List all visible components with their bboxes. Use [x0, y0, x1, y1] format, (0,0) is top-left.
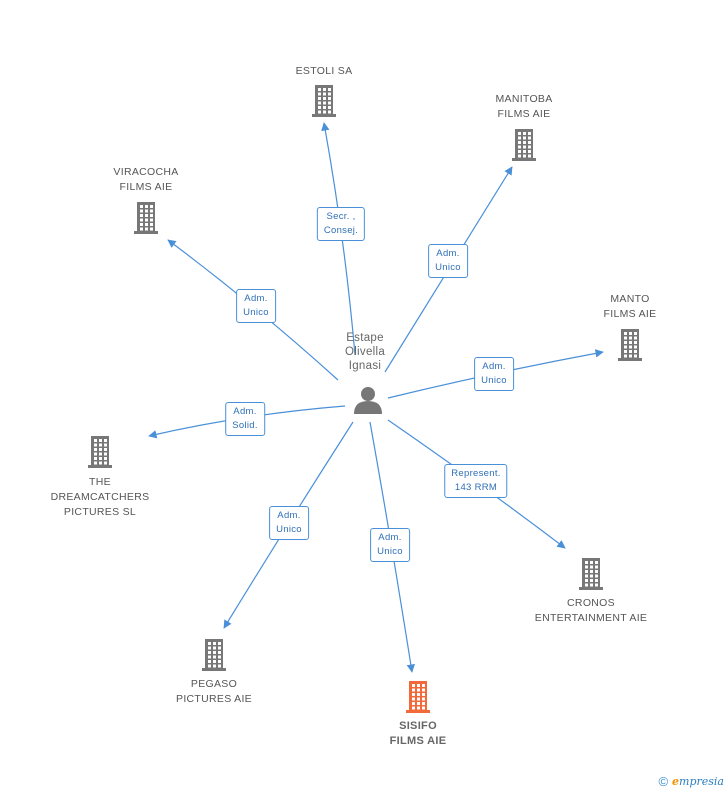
building-icon-viracocha[interactable]: [134, 202, 158, 234]
company-label-line: FILMS AIE: [497, 108, 551, 120]
edge-label-line: 143 RRM: [454, 482, 498, 493]
building-icon-estoli[interactable]: [312, 85, 336, 117]
building-icon-cronos[interactable]: [579, 558, 603, 590]
edge-label-line: Solid.: [232, 420, 258, 431]
company-label-line: MANTO: [610, 293, 650, 305]
company-label-line: VIRACOCHA: [113, 166, 179, 178]
company-label-line: DREAMCATCHERS: [50, 491, 150, 503]
building-icon-dreamcatchers[interactable]: [88, 436, 112, 468]
company-label-manto[interactable]: MANTO FILMS AIE: [604, 292, 657, 322]
edge-label-line: Adm.: [277, 510, 301, 521]
edge-label-line: Unico: [243, 307, 269, 318]
company-label-cronos[interactable]: CRONOS ENTERTAINMENT AIE: [535, 596, 647, 626]
company-label-line: MANITOBA: [495, 93, 553, 105]
company-label-sisifo[interactable]: SISIFO FILMS AIE: [390, 719, 447, 749]
edge-label-line: Adm.: [378, 532, 402, 543]
brand-logo: empresia: [672, 775, 724, 788]
person-name-line: Estape: [346, 332, 384, 344]
building-icon-manitoba[interactable]: [512, 129, 536, 161]
edge-label-dreamcatchers[interactable]: Adm. Solid.: [225, 402, 265, 436]
company-label-line: PEGASO: [190, 678, 238, 690]
company-label-line: ESTOLI SA: [295, 65, 353, 77]
company-label-line: ENTERTAINMENT AIE: [534, 612, 648, 624]
edge-label-line: Unico: [481, 375, 507, 386]
edge-label-line: Adm.: [436, 248, 460, 259]
edge-label-line: Unico: [276, 524, 302, 535]
edge-label-viracocha[interactable]: Adm. Unico: [236, 289, 276, 323]
company-label-line: THE: [89, 476, 111, 488]
company-label-pegaso[interactable]: PEGASO PICTURES AIE: [176, 677, 252, 707]
company-label-line: CRONOS: [567, 597, 615, 609]
edge-label-line: Unico: [435, 262, 461, 273]
company-label-manitoba[interactable]: MANITOBA FILMS AIE: [495, 92, 552, 122]
company-label-dreamcatchers[interactable]: THE DREAMCATCHERS PICTURES SL: [51, 475, 150, 520]
edge-label-manto[interactable]: Adm. Unico: [474, 357, 514, 391]
edge-label-line: Consej.: [323, 225, 359, 236]
edge-label-estoli[interactable]: Secr. , Consej.: [316, 207, 366, 241]
building-icon-sisifo[interactable]: [406, 681, 430, 713]
person-name-line: Ignasi: [348, 360, 382, 372]
building-icon-manto[interactable]: [618, 329, 642, 361]
company-label-line: FILMS AIE: [389, 735, 447, 747]
person-icon[interactable]: [354, 387, 382, 414]
company-label-estoli[interactable]: ESTOLI SA: [296, 64, 353, 79]
company-label-line: FILMS AIE: [119, 181, 173, 193]
edge-label-line: Adm.: [482, 361, 506, 372]
edge-label-manitoba[interactable]: Adm. Unico: [428, 244, 468, 278]
footer-brand: © empresia: [658, 774, 724, 789]
company-label-line: SISIFO: [399, 720, 437, 732]
edge-label-cronos[interactable]: Represent. 143 RRM: [444, 464, 508, 498]
edge-label-line: Represent.: [451, 468, 501, 479]
copyright-symbol: ©: [658, 774, 669, 789]
edge-label-line: Adm.: [244, 293, 268, 304]
company-label-line: PICTURES AIE: [176, 693, 252, 705]
edge-label-line: Adm.: [233, 406, 257, 417]
company-label-line: PICTURES SL: [63, 506, 137, 518]
building-icon-pegaso[interactable]: [202, 639, 226, 671]
edge-label-line: Unico: [377, 546, 403, 557]
company-label-line: FILMS AIE: [603, 308, 657, 320]
company-label-viracocha[interactable]: VIRACOCHA FILMS AIE: [113, 165, 178, 195]
person-name-line: Olivella: [344, 346, 386, 358]
edge-label-sisifo[interactable]: Adm. Unico: [370, 528, 410, 562]
edge-label-pegaso[interactable]: Adm. Unico: [269, 506, 309, 540]
edge-label-line: Secr. ,: [326, 211, 356, 222]
